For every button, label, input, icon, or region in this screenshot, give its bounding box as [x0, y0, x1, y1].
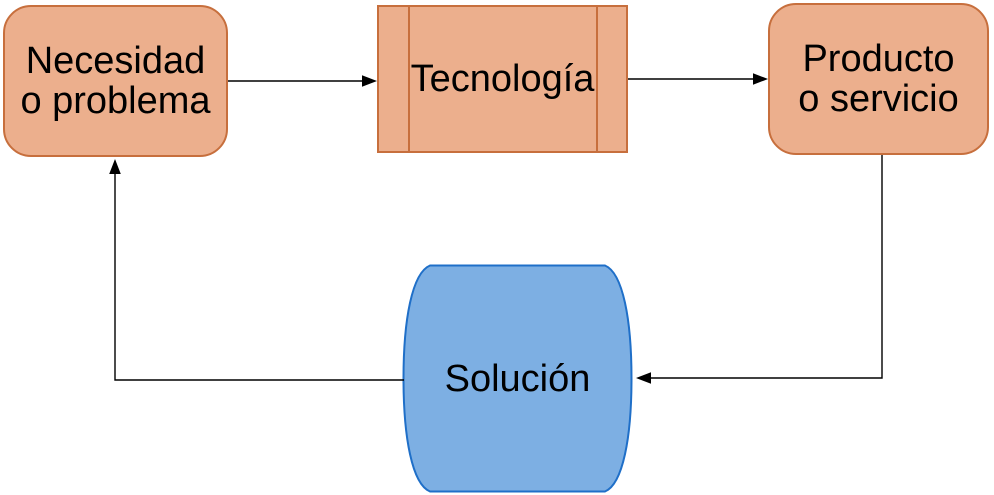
- arrow-tecnologia-to-producto: [628, 73, 768, 85]
- node-producto-o-servicio[interactable]: Producto o servicio: [768, 3, 989, 155]
- node-necesidad-o-problema[interactable]: Necesidad o problema: [3, 5, 228, 157]
- predefined-process-left-line: [408, 7, 410, 151]
- predefined-process-right-line: [596, 7, 598, 151]
- node-tecnologia-label: Tecnología: [410, 58, 595, 100]
- arrow-producto-to-solucion: [636, 155, 883, 384]
- arrow-necesidad-to-tecnologia: [228, 75, 377, 87]
- node-necesidad-label: Necesidad o problema: [20, 40, 211, 122]
- node-solucion-label: Solución: [444, 357, 591, 400]
- node-tecnologia[interactable]: Tecnología: [377, 5, 628, 153]
- barrel-shape: [402, 264, 633, 493]
- arrow-solucion-to-necesidad: [109, 159, 404, 381]
- node-producto-label: Producto o servicio: [798, 38, 959, 120]
- node-solucion[interactable]: Solución: [402, 264, 633, 493]
